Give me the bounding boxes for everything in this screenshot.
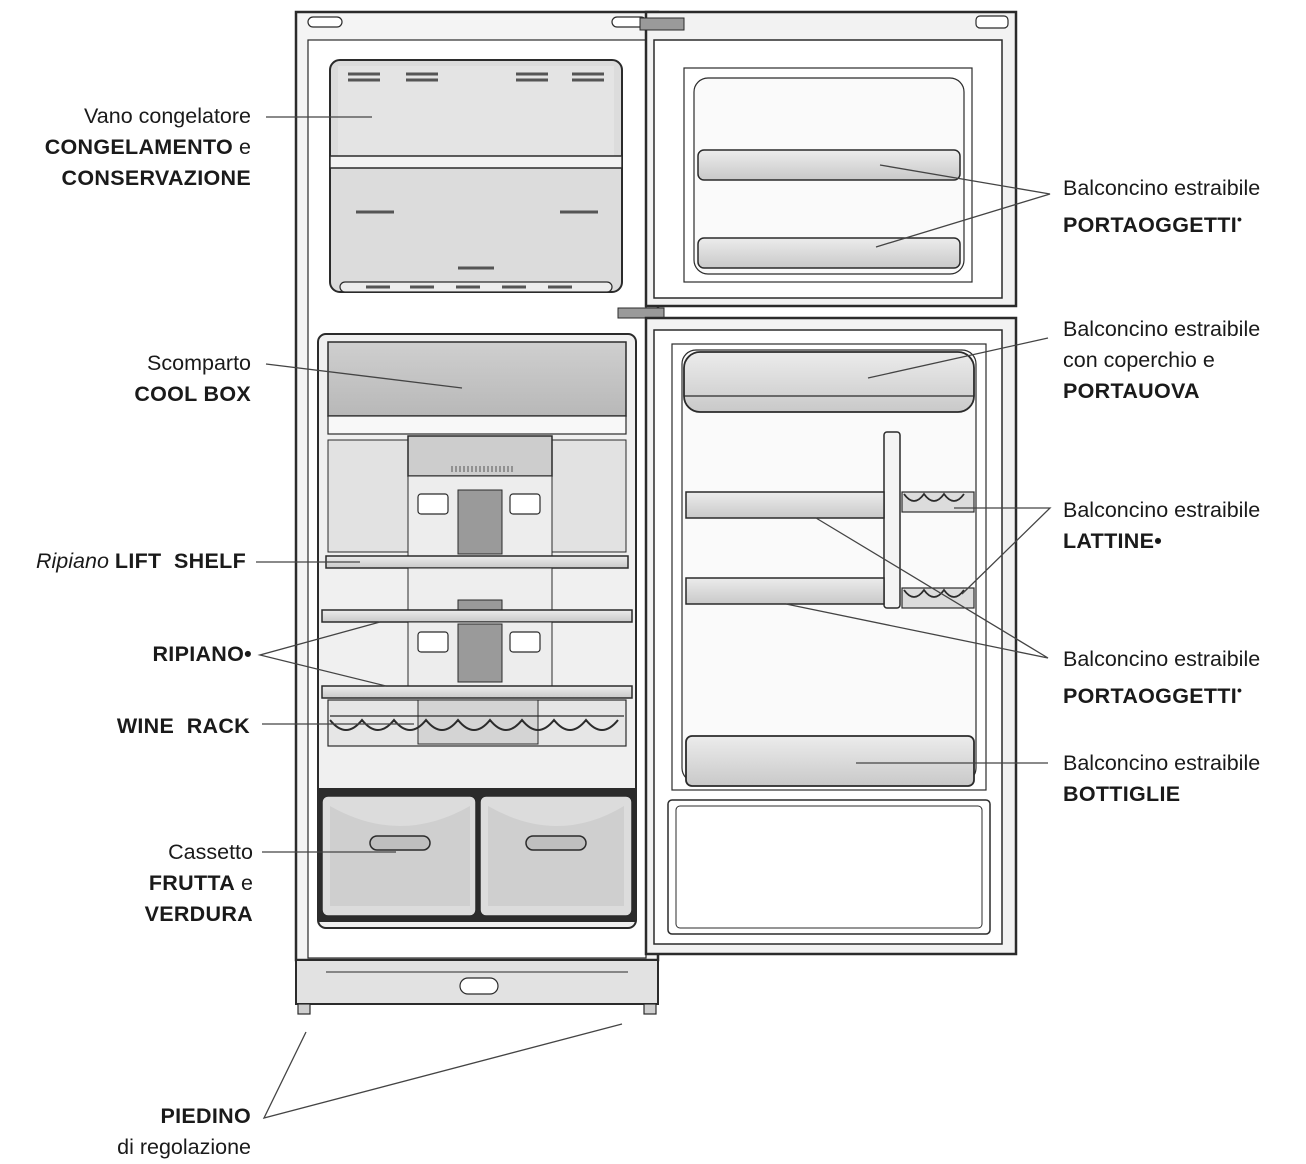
label-egg-shelf-line2: con coperchio e — [1063, 348, 1215, 372]
label-egg-shelf-line1: Balconcino estraibile — [1063, 317, 1261, 341]
label-foot: PIEDINO di regolazione — [117, 1101, 251, 1163]
label-crisper-line1: Cassetto — [168, 840, 253, 864]
label-door-shelf-mid-line1: Balconcino estraibile — [1063, 647, 1261, 671]
label-freezer-congelamento: CONGELAMENTO — [44, 135, 234, 159]
label-egg-shelf: Balconcino estraibile con coperchio e PO… — [1063, 314, 1260, 407]
label-door-shelf-top-portaoggetti: PORTAOGGETTI — [1063, 213, 1238, 238]
label-door-shelf-top: Balconcino estraibile PORTAOGGETTI• — [1063, 173, 1260, 241]
label-lift-shelf-ripiano: Ripiano — [36, 549, 109, 573]
freezer-door — [617, 10, 1018, 319]
label-crisper-line2: FRUTTA e — [145, 868, 253, 899]
label-freezer-line2: CONGELAMENTO e — [45, 132, 251, 163]
label-egg-shelf-portauova: PORTAUOVA — [1063, 379, 1200, 403]
label-crisper-verdura: VERDURA — [144, 902, 253, 926]
label-door-shelf-top-line1: Balconcino estraibile — [1063, 176, 1261, 200]
leader-lines — [256, 116, 1052, 1119]
label-crisper-e: e — [235, 871, 253, 895]
label-coolbox-line2: COOL BOX — [134, 382, 251, 406]
label-freezer-conservazione: CONSERVAZIONE — [61, 166, 251, 190]
label-bottle-shelf: Balconcino estraibile BOTTIGLIE — [1063, 748, 1260, 810]
label-door-shelf-mid-mark: • — [1237, 682, 1243, 698]
fridge-compartment — [317, 333, 637, 929]
fridge-door — [644, 316, 1018, 956]
freezer-compartment — [329, 59, 623, 293]
label-cool-box: Scomparto COOL BOX — [134, 348, 251, 410]
label-coolbox-line1: Scomparto — [147, 351, 251, 375]
label-lift-shelf: Ripiano LIFT SHELF — [36, 546, 246, 577]
label-door-shelf-mid: Balconcino estraibile PORTAOGGETTI• — [1063, 644, 1260, 712]
label-foot-piedino: PIEDINO — [160, 1104, 251, 1128]
label-wine-rack: WINE RACK — [116, 714, 250, 738]
label-can-shelf: Balconcino estraibile LATTINE• — [1063, 495, 1260, 557]
label-crisper: Cassetto FRUTTA e VERDURA — [145, 837, 253, 930]
label-bottle-shelf-bottiglie: BOTTIGLIE — [1063, 782, 1181, 806]
label-freezer-line1: Vano congelatore — [84, 104, 251, 128]
label-foot-line2: di regolazione — [117, 1135, 251, 1159]
label-door-shelf-top-mark: • — [1237, 211, 1243, 227]
label-ripiano: RIPIANO• — [152, 642, 252, 666]
label-freezer-compartment: Vano congelatore CONGELAMENTO e CONSERVA… — [45, 101, 251, 194]
label-lift-shelf-bold: LIFT SHELF — [114, 549, 246, 573]
label-bottle-shelf-line1: Balconcino estraibile — [1063, 751, 1261, 775]
label-can-shelf-lattine: LATTINE• — [1063, 529, 1163, 553]
label-freezer-e: e — [233, 135, 251, 159]
label-can-shelf-line1: Balconcino estraibile — [1063, 498, 1261, 522]
label-door-shelf-mid-portaoggetti: PORTAOGGETTI — [1063, 684, 1238, 709]
label-crisper-frutta: FRUTTA — [148, 871, 236, 895]
